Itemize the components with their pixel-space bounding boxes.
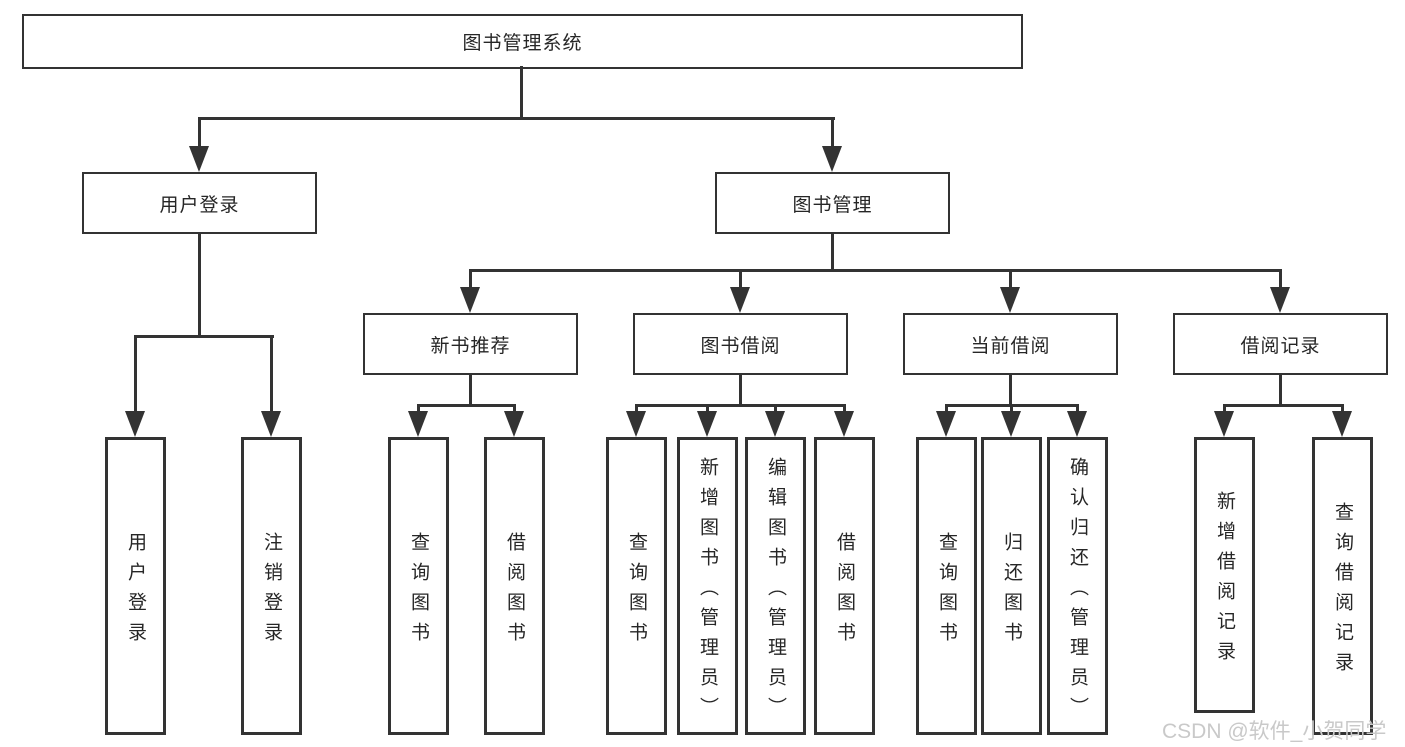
node-label: 用户登录 bbox=[159, 194, 240, 216]
node-label: 借阅图书 bbox=[504, 531, 525, 652]
arrow-down-icon bbox=[936, 411, 956, 437]
node-label: 查询借阅记录 bbox=[1332, 501, 1353, 682]
node-book-management: 图书管理 bbox=[715, 172, 950, 234]
connector-line bbox=[1279, 271, 1282, 289]
arrow-down-icon bbox=[408, 411, 428, 437]
node-label: 新书推荐 bbox=[430, 335, 511, 357]
connector-line bbox=[417, 404, 420, 414]
node-user-login-leaf: 用户登录 bbox=[105, 437, 166, 735]
connector-line bbox=[1009, 373, 1012, 407]
node-label: 查询图书 bbox=[626, 531, 647, 652]
connector-line bbox=[469, 269, 1282, 272]
connector-line bbox=[635, 404, 846, 407]
connector-line bbox=[831, 232, 834, 271]
arrow-down-icon bbox=[261, 411, 281, 437]
connector-line bbox=[134, 335, 274, 338]
arrow-down-icon bbox=[834, 411, 854, 437]
node-new-book-recommendation: 新书推荐 bbox=[363, 313, 578, 375]
connector-line bbox=[1279, 373, 1282, 407]
node-label: 图书管理系统 bbox=[462, 33, 583, 54]
connector-line bbox=[739, 373, 742, 407]
node-label: 借阅记录 bbox=[1240, 335, 1321, 357]
node-query-books-borrowing: 查询图书 bbox=[606, 437, 667, 735]
arrow-down-icon bbox=[1001, 411, 1021, 437]
node-query-borrow-record: 查询借阅记录 bbox=[1312, 437, 1373, 735]
connector-line bbox=[417, 404, 516, 407]
connector-line bbox=[635, 404, 638, 414]
connector-line bbox=[1009, 271, 1012, 289]
node-library-management-system: 图书管理系统 bbox=[22, 14, 1023, 69]
connector-line bbox=[831, 119, 834, 148]
connector-line bbox=[945, 404, 948, 414]
arrow-down-icon bbox=[765, 411, 785, 437]
connector-line bbox=[1223, 404, 1226, 414]
node-label: 注销登录 bbox=[261, 531, 282, 652]
arrow-down-icon bbox=[1214, 411, 1234, 437]
arrow-down-icon bbox=[730, 287, 750, 313]
node-query-books-current: 查询图书 bbox=[916, 437, 977, 735]
arrow-down-icon bbox=[822, 146, 842, 172]
arrow-down-icon bbox=[1000, 287, 1020, 313]
node-return-books: 归还图书 bbox=[981, 437, 1042, 735]
connector-line bbox=[706, 404, 709, 414]
node-label: 用户登录 bbox=[125, 531, 146, 652]
arrow-down-icon bbox=[125, 411, 145, 437]
arrow-down-icon bbox=[1332, 411, 1352, 437]
node-label: 归还图书 bbox=[1001, 531, 1022, 652]
node-label: 新增借阅记录 bbox=[1214, 490, 1235, 671]
node-query-books-recommend: 查询图书 bbox=[388, 437, 449, 735]
connector-line bbox=[513, 404, 516, 414]
connector-line bbox=[469, 373, 472, 407]
node-book-borrowing: 图书借阅 bbox=[633, 313, 848, 375]
connector-line bbox=[198, 119, 201, 148]
node-confirm-return-admin: 确认归还（管理员） bbox=[1047, 437, 1108, 735]
node-logout: 注销登录 bbox=[241, 437, 302, 735]
arrow-down-icon bbox=[697, 411, 717, 437]
node-edit-books-admin: 编辑图书（管理员） bbox=[745, 437, 806, 735]
watermark: CSDN @软件_小贺同学 bbox=[1162, 720, 1387, 743]
connector-line bbox=[843, 404, 846, 414]
arrow-down-icon bbox=[189, 146, 209, 172]
connector-line bbox=[270, 337, 273, 413]
arrow-down-icon bbox=[460, 287, 480, 313]
node-label: 图书借阅 bbox=[700, 335, 781, 357]
connector-line bbox=[739, 271, 742, 289]
connector-line bbox=[1223, 404, 1344, 407]
node-label: 确认归还（管理员） bbox=[1067, 456, 1088, 727]
connector-line bbox=[469, 271, 472, 289]
node-current-borrowing: 当前借阅 bbox=[903, 313, 1118, 375]
node-add-books-admin: 新增图书（管理员） bbox=[677, 437, 738, 735]
node-label: 图书管理 bbox=[792, 194, 873, 216]
arrow-down-icon bbox=[626, 411, 646, 437]
node-label: 查询图书 bbox=[936, 531, 957, 652]
node-borrow-books-borrowing: 借阅图书 bbox=[814, 437, 875, 735]
connector-line bbox=[198, 232, 201, 338]
node-borrow-books-recommend: 借阅图书 bbox=[484, 437, 545, 735]
connector-line bbox=[520, 66, 523, 119]
connector-line bbox=[1010, 404, 1013, 414]
node-label: 借阅图书 bbox=[834, 531, 855, 652]
node-user-login: 用户登录 bbox=[82, 172, 317, 234]
arrow-down-icon bbox=[1270, 287, 1290, 313]
node-label: 新增图书（管理员） bbox=[697, 456, 718, 727]
arrow-down-icon bbox=[1067, 411, 1087, 437]
node-label: 当前借阅 bbox=[970, 335, 1051, 357]
node-label: 编辑图书（管理员） bbox=[765, 456, 786, 727]
node-add-borrow-record: 新增借阅记录 bbox=[1194, 437, 1255, 713]
connector-line bbox=[134, 337, 137, 413]
connector-line bbox=[198, 117, 835, 120]
connector-line bbox=[1341, 404, 1344, 414]
arrow-down-icon bbox=[504, 411, 524, 437]
node-borrowing-records: 借阅记录 bbox=[1173, 313, 1388, 375]
connector-line bbox=[774, 404, 777, 414]
connector-line bbox=[1076, 404, 1079, 414]
node-label: 查询图书 bbox=[408, 531, 429, 652]
